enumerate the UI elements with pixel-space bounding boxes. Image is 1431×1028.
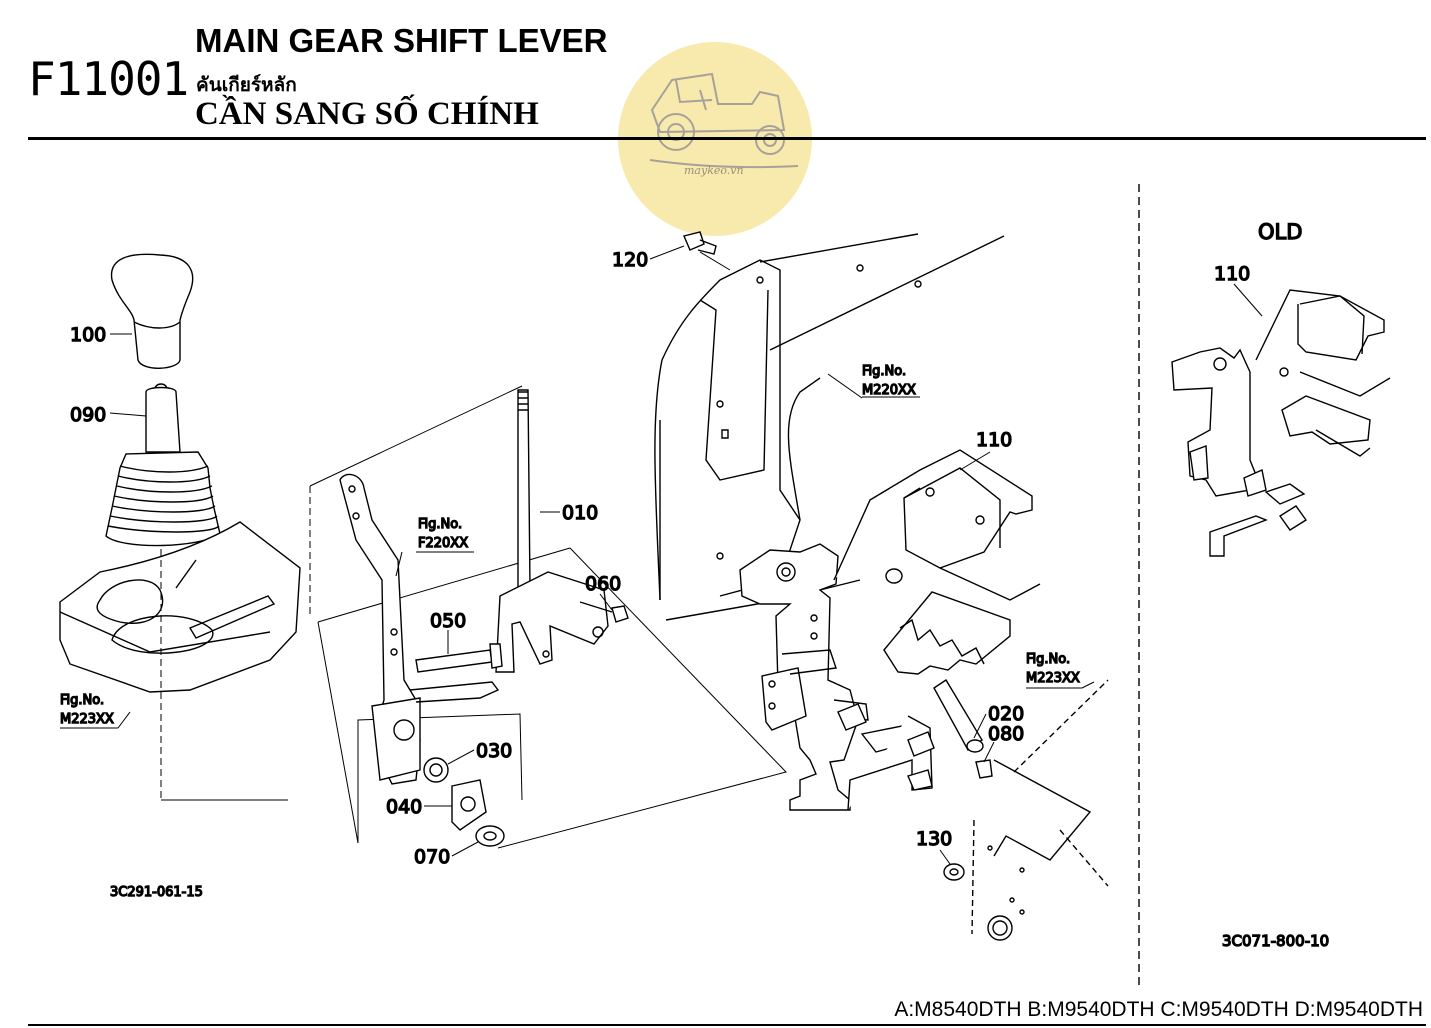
page-title-en: MAIN GEAR SHIFT LEVER (195, 22, 608, 59)
figref-m223-right-code: M223XX (1026, 671, 1080, 686)
label-060: 060 (585, 573, 621, 595)
old-bracket-assembly (1171, 289, 1391, 557)
screw-080 (975, 759, 993, 779)
label-020: 020 (988, 703, 1024, 725)
figref-m223-right-label: Fig.No. (1026, 652, 1070, 667)
spring (837, 703, 867, 731)
label-130: 130 (916, 828, 952, 850)
nut-130 (943, 863, 965, 881)
frame-panel (654, 233, 1005, 621)
bolt-050 (415, 643, 503, 673)
label-120: 120 (612, 249, 648, 271)
shift-lever (339, 473, 500, 785)
pin-020 (933, 679, 984, 753)
bolt-120 (683, 231, 717, 255)
label-110: 110 (976, 429, 1012, 451)
drawing-number-main: 3C291-061-15 (110, 885, 203, 900)
shift-guide-bracket (739, 543, 933, 811)
label-050: 050 (430, 610, 466, 632)
rod-bracket (495, 571, 629, 673)
reference-plate (971, 679, 1109, 941)
figref-m220-code: M220XX (862, 383, 916, 398)
model-list: A:M8540DTH B:M9540DTH C:M9540DTH D:M9540… (894, 998, 1423, 1021)
footer-rule (28, 1024, 1426, 1026)
figref-m223-left-label: Fig.No. (60, 693, 104, 708)
washer-070 (475, 825, 505, 847)
figref-f220-code: F220XX (418, 536, 468, 551)
page-title-vi: CẦN SANG SỐ CHÍNH (195, 96, 539, 132)
drawing-number-old: 3C071-800-10 (1222, 932, 1329, 950)
label-070: 070 (414, 846, 450, 868)
nut (885, 568, 903, 584)
old-label: OLD (1258, 220, 1302, 244)
figref-m220-label: Fig.No. (862, 364, 906, 379)
gate-plate (883, 591, 1011, 675)
label-030: 030 (476, 740, 512, 762)
label-040: 040 (386, 796, 422, 818)
bracket-110 (833, 449, 1041, 601)
header-rule (28, 137, 1426, 140)
shift-knob (110, 253, 194, 369)
leader-lines (60, 245, 1263, 865)
figref-f220-label: Fig.No. (418, 517, 462, 532)
label-100: 100 (70, 324, 106, 346)
label-080: 080 (988, 723, 1024, 745)
label-110-old: 110 (1214, 263, 1250, 285)
floor-console (59, 521, 301, 693)
shift-rod (517, 389, 531, 589)
label-090: 090 (70, 404, 106, 426)
label-010: 010 (562, 502, 598, 524)
figref-m223-left-code: M223XX (60, 712, 114, 727)
collar-030 (423, 757, 449, 783)
page-title-th: คันเกียร์หลัก (196, 74, 297, 96)
shift-boot (105, 386, 221, 547)
page-code: F11001 (28, 52, 189, 106)
block-040 (451, 779, 487, 831)
